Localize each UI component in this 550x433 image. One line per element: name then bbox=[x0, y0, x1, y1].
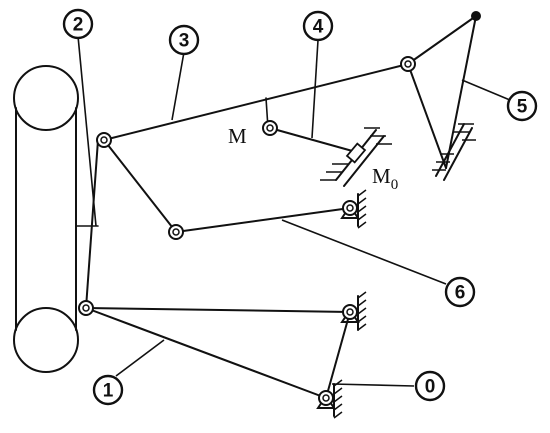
leader-link-0 bbox=[331, 383, 415, 387]
link-5-triangle bbox=[407, 11, 481, 169]
point-label-m0-sub: 0 bbox=[391, 177, 399, 193]
link-5-left-edge bbox=[407, 63, 447, 169]
svg-text:3: 3 bbox=[179, 31, 190, 52]
link-6 bbox=[103, 139, 351, 233]
link-4-rod bbox=[269, 127, 357, 153]
svg-text:4: 4 bbox=[313, 17, 324, 38]
link-6-connector bbox=[103, 139, 177, 233]
link-1 bbox=[85, 307, 351, 399]
link-1-upper-edge bbox=[85, 307, 351, 313]
leader-link-2 bbox=[77, 35, 97, 227]
slider-block-m0 bbox=[345, 142, 367, 164]
point-label-m0: M0 bbox=[372, 164, 398, 193]
link-5-right-edge bbox=[445, 15, 477, 169]
joint-link-6-left bbox=[168, 224, 184, 240]
leader-link-6 bbox=[281, 219, 447, 285]
body-link-2 bbox=[13, 65, 99, 373]
label-link-3: 3 bbox=[168, 24, 200, 56]
leader-link-4 bbox=[311, 39, 319, 139]
svg-text:6: 6 bbox=[455, 283, 466, 304]
joint-link-1-left bbox=[78, 300, 94, 316]
label-link-6: 6 bbox=[444, 276, 476, 308]
svg-text:1: 1 bbox=[103, 381, 114, 402]
joint-link-3-right bbox=[400, 56, 416, 72]
leader-link-3 bbox=[171, 51, 185, 121]
upper-wheel bbox=[13, 65, 79, 131]
guide-rail-b bbox=[443, 127, 473, 181]
link-5-end-point bbox=[471, 11, 481, 21]
joint-link-1-upper-right bbox=[342, 304, 358, 320]
link-5-top-edge bbox=[407, 15, 477, 65]
lower-wheel bbox=[13, 307, 79, 373]
label-link-4: 4 bbox=[302, 10, 334, 42]
svg-text:5: 5 bbox=[517, 97, 528, 118]
point-label-m: M bbox=[228, 124, 247, 148]
label-link-2: 2 bbox=[62, 8, 94, 40]
joint-link-6-right bbox=[342, 200, 358, 216]
leader-link-1 bbox=[115, 339, 165, 377]
link-3 bbox=[103, 63, 409, 141]
svg-text:0: 0 bbox=[425, 377, 436, 398]
link-3-rod bbox=[103, 63, 409, 141]
link-1-right-edge bbox=[325, 311, 351, 399]
joint-link-3-left bbox=[96, 132, 112, 148]
slider-guide-link-5 bbox=[432, 123, 476, 181]
joint-point-m bbox=[262, 120, 278, 136]
label-link-0: 0 bbox=[414, 370, 446, 402]
label-link-1: 1 bbox=[92, 374, 124, 406]
label-link-5: 5 bbox=[506, 90, 538, 122]
link-6-rod bbox=[175, 207, 351, 233]
leader-link-5 bbox=[461, 79, 511, 101]
svg-text:2: 2 bbox=[73, 15, 84, 36]
joint-link-1-lower-right bbox=[318, 390, 334, 406]
point-label-m0-main: M bbox=[372, 164, 391, 188]
link-1-lower-edge bbox=[85, 307, 327, 399]
body-vertical-rod bbox=[85, 139, 99, 309]
